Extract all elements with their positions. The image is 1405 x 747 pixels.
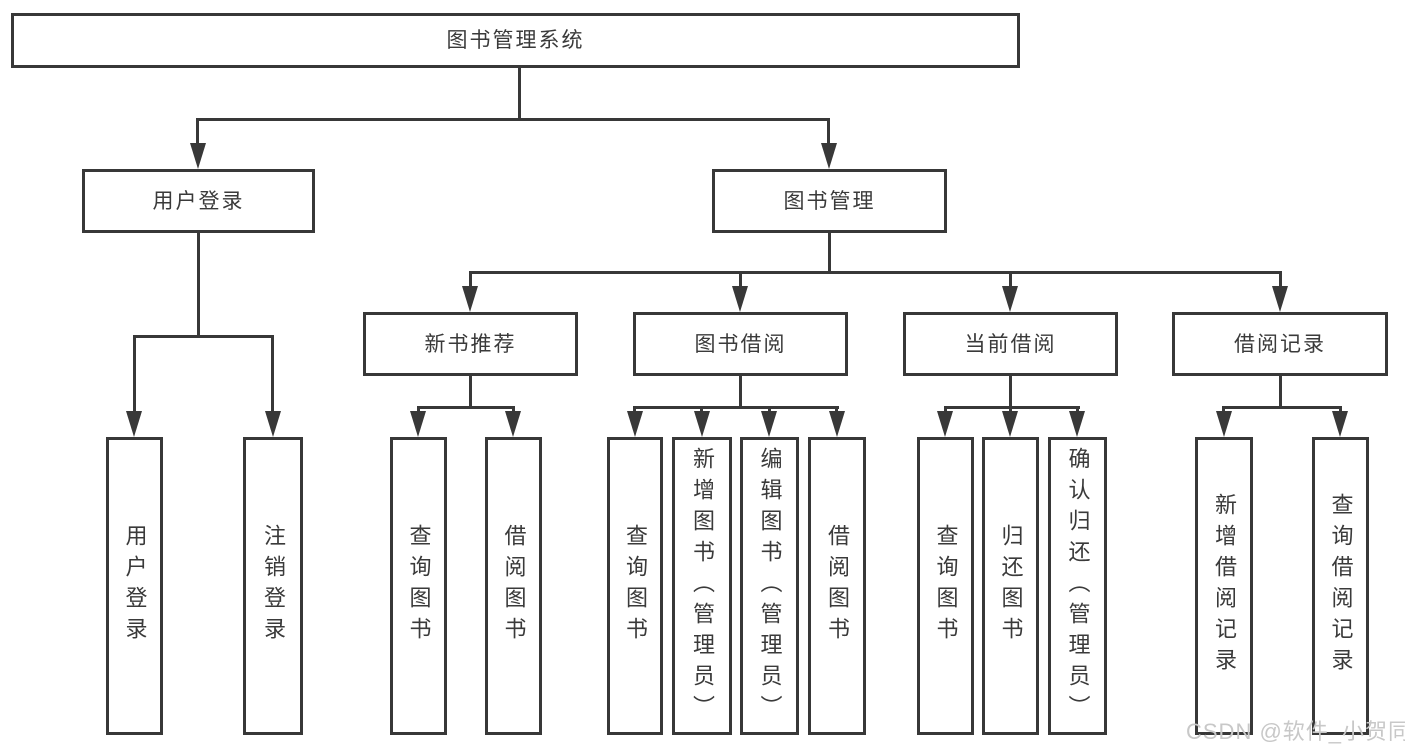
connector-line xyxy=(633,406,839,409)
csdn-watermark: CSDN @软件_小贺同学 xyxy=(1186,719,1405,744)
connector-line xyxy=(469,271,1282,274)
arrow-down-icon xyxy=(937,411,953,437)
leaf-borrow-books: 借阅图书 xyxy=(808,437,866,735)
arrow-down-icon xyxy=(1332,411,1348,437)
node-library-management-system: 图书管理系统 xyxy=(11,13,1020,68)
arrow-down-icon xyxy=(126,411,142,437)
connector-line xyxy=(700,406,703,414)
connector-line xyxy=(133,335,136,414)
connector-line xyxy=(1222,406,1342,409)
arrow-down-icon xyxy=(1272,286,1288,312)
arrow-down-icon xyxy=(462,286,478,312)
leaf-add-borrow-record: 新增借阅记录 xyxy=(1195,437,1253,735)
arrow-down-icon xyxy=(265,411,281,437)
connector-line xyxy=(944,406,1080,409)
connector-line xyxy=(1009,271,1012,289)
leaf-borrow-books-recommend: 借阅图书 xyxy=(485,437,542,735)
connector-line xyxy=(1339,406,1342,414)
leaf-query-books-current: 查询图书 xyxy=(917,437,974,735)
connector-line xyxy=(518,68,521,118)
connector-line xyxy=(1009,406,1012,414)
leaf-query-borrow-record: 查询借阅记录 xyxy=(1312,437,1369,735)
connector-line xyxy=(739,271,742,289)
connector-line xyxy=(835,406,838,414)
node-user-login: 用户登录 xyxy=(82,169,315,233)
arrow-down-icon xyxy=(761,411,777,437)
arrow-down-icon xyxy=(1002,411,1018,437)
leaf-query-books-recommend: 查询图书 xyxy=(390,437,447,735)
arrow-down-icon xyxy=(829,411,845,437)
connector-line xyxy=(1076,406,1079,414)
node-book-management: 图书管理 xyxy=(712,169,947,233)
leaf-add-books-admin: 新增图书（管理员） xyxy=(672,437,732,735)
connector-line xyxy=(469,376,472,408)
connector-line xyxy=(1009,376,1012,408)
arrow-down-icon xyxy=(821,143,837,169)
leaf-edit-books-admin: 编辑图书（管理员） xyxy=(740,437,799,735)
arrow-down-icon xyxy=(1216,411,1232,437)
connector-line xyxy=(1279,271,1282,289)
connector-line xyxy=(944,406,947,414)
node-book-borrowing: 图书借阅 xyxy=(633,312,848,376)
leaf-return-books: 归还图书 xyxy=(982,437,1039,735)
arrow-down-icon xyxy=(190,143,206,169)
arrow-down-icon xyxy=(505,411,521,437)
connector-line xyxy=(469,271,472,289)
connector-line xyxy=(827,118,830,146)
arrow-down-icon xyxy=(627,411,643,437)
leaf-confirm-return-admin: 确认归还（管理员） xyxy=(1048,437,1107,735)
connector-line xyxy=(197,233,200,338)
node-current-borrowing: 当前借阅 xyxy=(903,312,1118,376)
leaf-logout: 注销登录 xyxy=(243,437,303,735)
leaf-user-login: 用户登录 xyxy=(106,437,163,735)
connector-line xyxy=(417,406,515,409)
connector-line xyxy=(1279,376,1282,408)
arrow-down-icon xyxy=(410,411,426,437)
connector-line xyxy=(196,118,199,146)
connector-line xyxy=(828,233,831,274)
connector-line xyxy=(768,406,771,414)
arrow-down-icon xyxy=(1069,411,1085,437)
arrow-down-icon xyxy=(1002,286,1018,312)
connector-line xyxy=(739,376,742,408)
connector-line xyxy=(133,335,274,338)
node-new-book-recommendation: 新书推荐 xyxy=(363,312,578,376)
connector-line xyxy=(512,406,515,414)
connector-line xyxy=(633,406,636,414)
connector-line xyxy=(196,118,830,121)
connector-line xyxy=(417,406,420,414)
connector-line xyxy=(271,335,274,414)
node-borrowing-records: 借阅记录 xyxy=(1172,312,1388,376)
arrow-down-icon xyxy=(732,286,748,312)
connector-line xyxy=(1222,406,1225,414)
arrow-down-icon xyxy=(694,411,710,437)
leaf-query-books-borrowing: 查询图书 xyxy=(607,437,663,735)
